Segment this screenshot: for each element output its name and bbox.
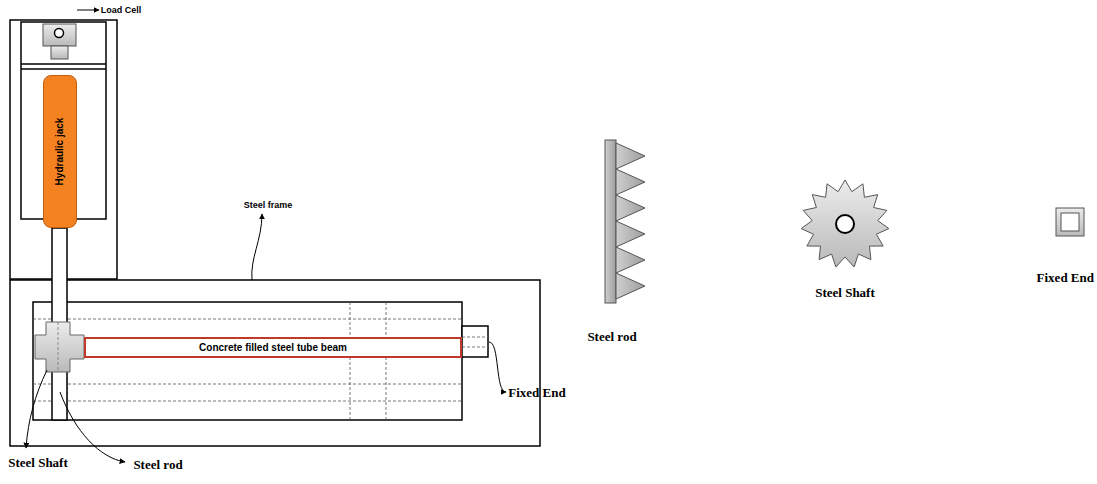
steel-frame-inner <box>33 302 462 420</box>
steel-rod-icon <box>605 140 616 303</box>
leader-line <box>60 392 125 462</box>
steel-shaft-icon <box>801 180 889 267</box>
fixed-end-block <box>462 326 488 357</box>
rod-teeth <box>616 143 645 299</box>
fixed-end-icon-inner <box>1061 213 1079 231</box>
leader-line <box>489 342 506 392</box>
load-cell-tab <box>51 46 68 59</box>
jack-label: Hydraulic jack <box>55 118 66 186</box>
frame-dashes <box>33 302 488 420</box>
rod-tooth <box>616 247 645 273</box>
part-label: Steel rod <box>133 458 182 471</box>
beam-box: Concrete filled steel tube beam <box>84 337 462 358</box>
leader-line <box>77 10 99 11</box>
part-label: Fixed End <box>508 386 565 399</box>
part-label: Steel Shaft <box>8 456 68 469</box>
leader-line <box>252 214 262 280</box>
leader-line <box>26 370 47 448</box>
icon-label: Steel Shaft <box>815 286 875 299</box>
beam-label: Concrete filled steel tube beam <box>199 342 347 353</box>
rod-tooth <box>616 273 645 299</box>
icon-label: Steel rod <box>587 330 636 343</box>
load-cell <box>43 24 76 46</box>
jack-plate <box>21 63 106 65</box>
icon-label: Fixed End <box>1037 271 1094 284</box>
fixed-end-icon <box>1056 208 1084 236</box>
jack-plate <box>21 68 106 70</box>
shaft-rod-edge <box>58 322 59 372</box>
steel-frame <box>10 280 540 446</box>
part-label: Steel frame <box>244 201 293 210</box>
steel-shaft <box>35 322 84 372</box>
part-label: Load Cell <box>101 6 142 15</box>
shaft-hole <box>836 215 854 233</box>
rod-tooth <box>616 221 645 247</box>
rod-tooth <box>616 169 645 195</box>
hydraulic-jack: Hydraulic jack <box>43 75 77 228</box>
rod-tooth <box>616 195 645 221</box>
rod-tooth <box>616 143 645 169</box>
load-cell-hole <box>55 29 64 38</box>
